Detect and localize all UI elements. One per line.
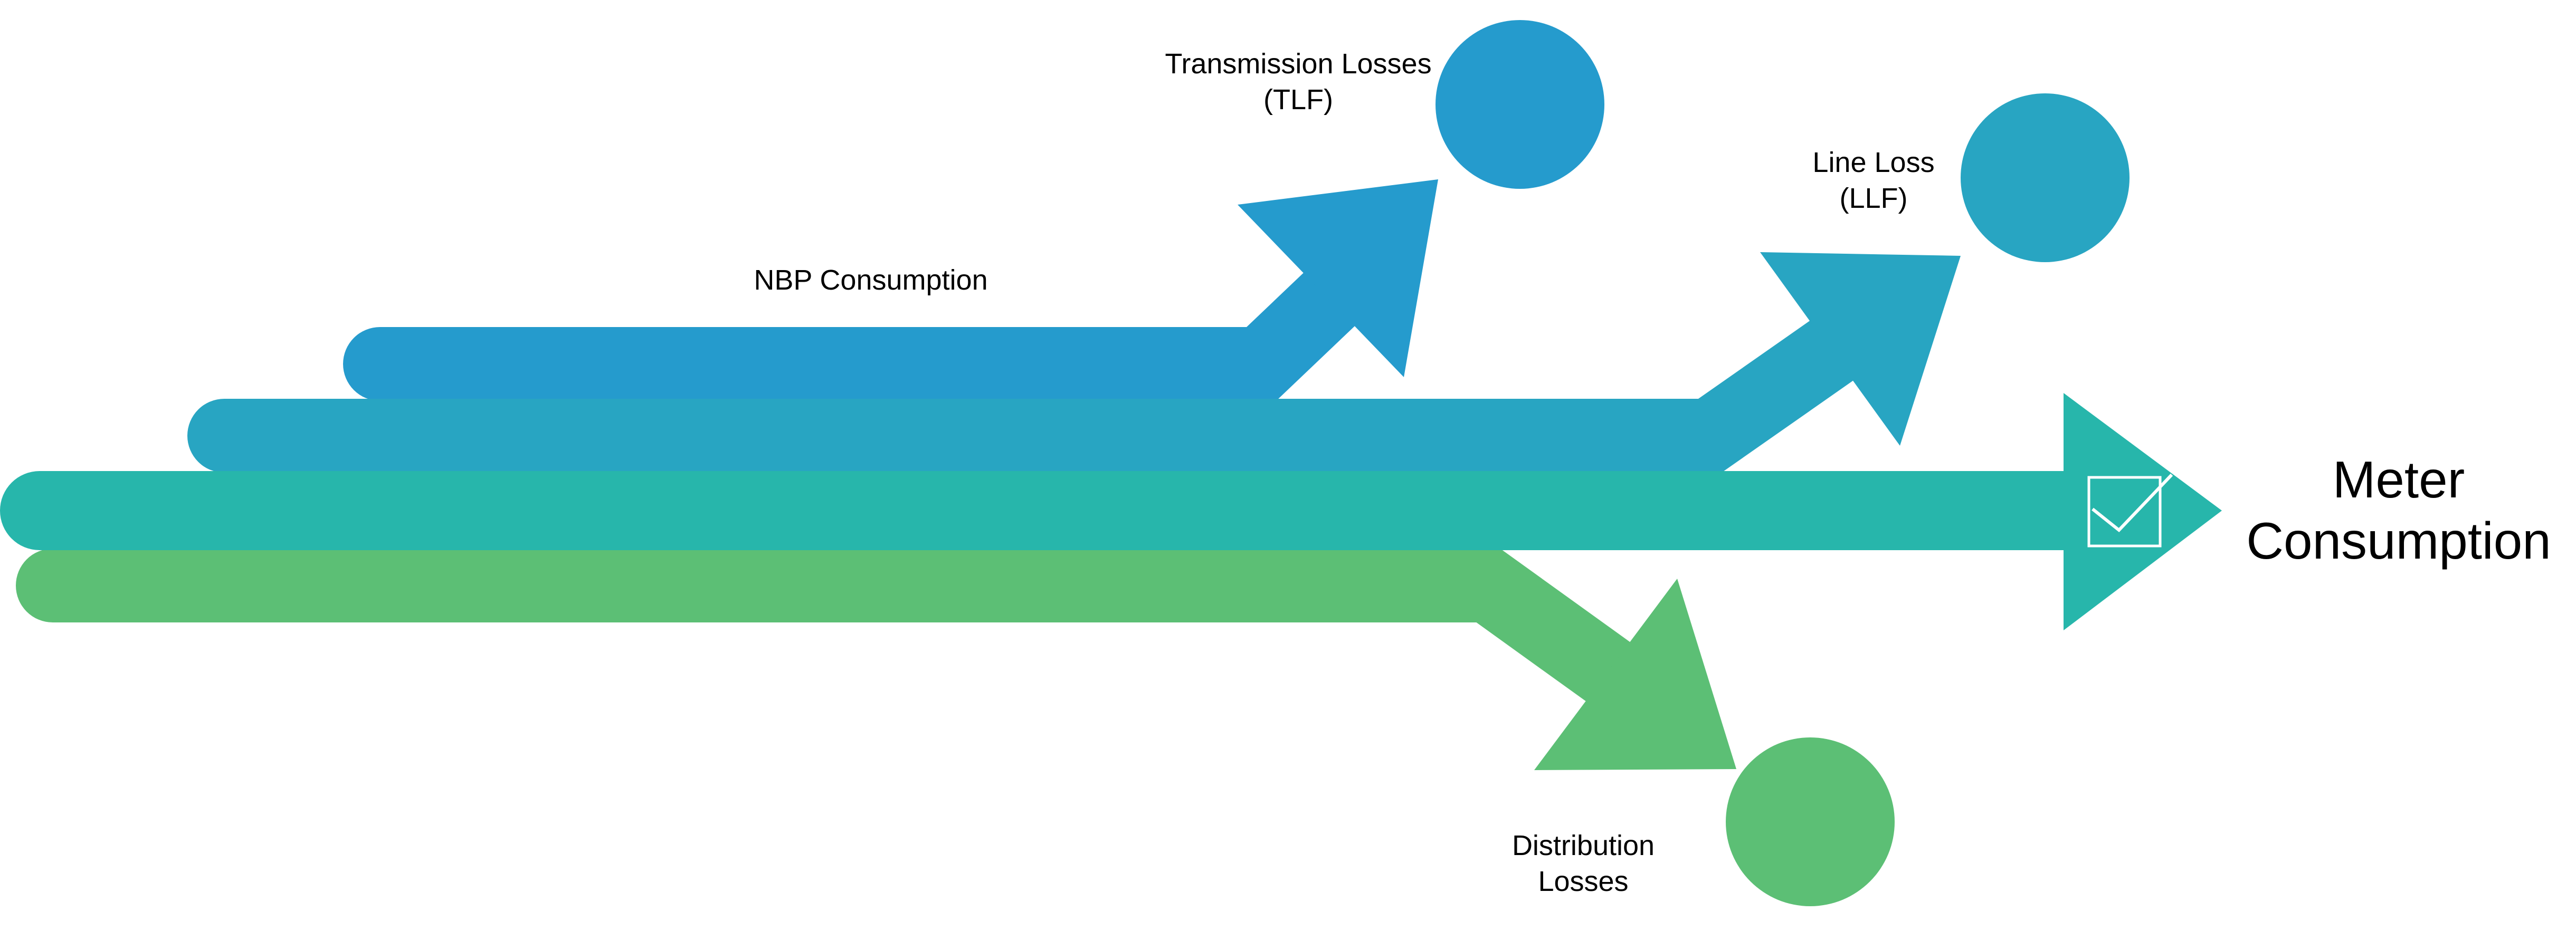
distribution-losses-line2: Losses [1538,865,1629,897]
distribution-losses-circle [1726,737,1895,906]
distribution-arrowhead [1534,579,1736,770]
line-loss-label: Line Loss (LLF) [1768,145,1979,216]
meter-consumption-line1: Meter [2332,450,2465,508]
nbp-consumption-text: NBP Consumption [754,264,988,296]
nbp-consumption-label: NBP Consumption [734,263,1008,299]
meter-consumption-label: Meter Consumption [2230,449,2568,571]
meter-consumption-arrow [0,393,2222,630]
transmission-losses-line1: Transmission Losses [1165,48,1432,80]
checkbox-checkmark-icon [2087,473,2173,548]
transmission-losses-label: Transmission Losses (TLF) [1140,46,1457,118]
distribution-path [16,549,1657,717]
distribution-arrow [16,549,1736,770]
line-loss-line2: (LLF) [1839,182,1908,214]
nbp-consumption-arrowhead [1238,179,1438,377]
distribution-losses-line1: Distribution [1512,830,1655,861]
nbp-consumption-arrow [343,179,1438,401]
line-loss-arrow [187,252,1961,473]
meter-consumption-arrowhead [2064,393,2222,630]
line-loss-arrowhead [1760,252,1961,446]
transmission-losses-circle [1436,20,1604,189]
line-loss-circle [1961,93,2130,262]
line-loss-path [187,295,1895,473]
line-loss-line1: Line Loss [1812,147,1935,178]
distribution-losses-label: Distribution Losses [1478,828,1689,899]
checkmark-tick [2092,473,2173,533]
transmission-losses-line2: (TLF) [1263,83,1333,116]
meter-consumption-line2: Consumption [2246,511,2551,570]
checkbox-square [2087,476,2162,548]
